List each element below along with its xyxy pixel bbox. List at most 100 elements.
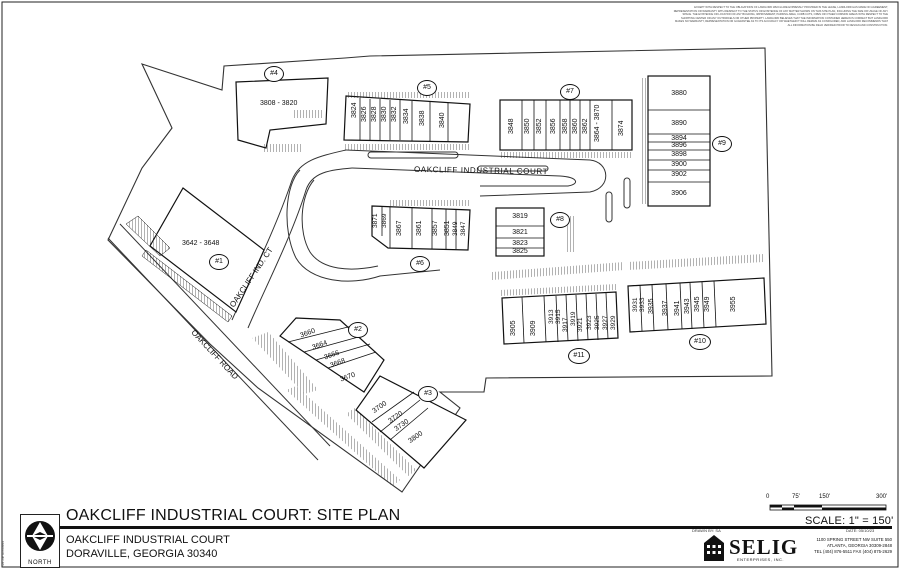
- unit-label: 3945: [694, 296, 701, 312]
- building-3-units: 3700 3720 3730 3800: [370, 396, 460, 456]
- building-number-badge: #5: [417, 80, 437, 96]
- building-9: [640, 75, 711, 207]
- building-number-badge: #10: [689, 334, 711, 350]
- building-6: [371, 200, 471, 251]
- unit-label: 3851: [444, 220, 451, 236]
- unit-label: 3642 - 3648: [182, 240, 220, 247]
- building-8-units: 3819 3821 3823 3825: [496, 208, 544, 256]
- unit-label: 3670: [339, 371, 357, 384]
- unit-label: 3949: [704, 296, 711, 312]
- scale-bar: 0 75' 150' 300': [766, 494, 892, 514]
- building-2-units: 3660 3664 3666 3668 3670: [296, 327, 386, 390]
- unit-label: 3894: [671, 135, 687, 142]
- company-address: 1100 SPRING STREET NW SUITE 550 ATLANTA,…: [814, 537, 892, 554]
- unit-label: 3917: [562, 317, 569, 332]
- building-number-badge: #11: [568, 348, 590, 364]
- unit-label: 3850: [524, 118, 531, 134]
- unit-label: 3664: [311, 339, 329, 352]
- unit-label: 3861: [416, 220, 423, 236]
- unit-label: 3919: [570, 311, 577, 326]
- unit-label: 3825: [512, 248, 528, 255]
- address-line-2: DORAVILLE, GEORGIA 30340: [66, 548, 218, 560]
- building-number-badge: #8: [550, 212, 570, 228]
- date-label: DATE: 05/10/23: [846, 528, 875, 533]
- building-10-units: 3931 3933 3935 3937 3941 3943 3945 3949 …: [630, 282, 766, 328]
- unit-label: 3800: [407, 430, 425, 445]
- scale-tick-label: 75': [792, 494, 800, 500]
- unit-label: 3915: [555, 309, 562, 324]
- building-3: [286, 375, 467, 486]
- median-island: [367, 151, 459, 159]
- building-11-units: 3905 3909 3913 3915 3917 3919 3921 3923 …: [504, 296, 618, 342]
- north-arrow-icon: [25, 521, 55, 551]
- building-number-badge: #1: [209, 254, 229, 270]
- unit-label: 3864 - 3870: [594, 104, 601, 142]
- unit-label: 3869: [381, 213, 388, 228]
- unit-label: 3933: [639, 297, 646, 312]
- unit-label: 3937: [662, 300, 669, 316]
- unit-label: 3906: [671, 190, 687, 197]
- building-7-units: 3848 3850 3852 3856 3858 3860 3862 3864 …: [506, 104, 632, 146]
- north-arrow: NORTH: [20, 514, 60, 568]
- building-5: [343, 92, 471, 150]
- unit-label: 3700: [371, 400, 389, 415]
- unit-label: 3849: [452, 221, 459, 236]
- unit-label: 3900: [671, 161, 687, 168]
- address-line-1: OAKCLIFF INDUSTRIAL COURT: [66, 534, 230, 546]
- unit-label: 3874: [618, 120, 625, 136]
- building-number-badge: #7: [560, 84, 580, 100]
- unit-label: 3856: [550, 118, 557, 134]
- building-1: [125, 187, 265, 323]
- unit-label: 3935: [648, 298, 655, 314]
- building-5-units: 3824 3826 3828 3830 3832 3834 3838 3840: [351, 102, 471, 140]
- file-reference-note: Site Plan file reference: [2, 540, 5, 566]
- drawn-by: DRAWN BY: SA: [692, 528, 721, 533]
- title-rule: [60, 526, 892, 529]
- unit-label: 3858: [562, 118, 569, 134]
- scale-bar-graphic: [769, 504, 887, 511]
- building-logo-icon: [704, 535, 724, 561]
- unit-label: 3909: [530, 320, 537, 336]
- building-6-units: 3871 3869 3867 3861 3857 3851 3849 3847: [372, 206, 472, 250]
- unit-label: 3857: [432, 220, 439, 236]
- scale-tick-label: 0: [766, 494, 770, 500]
- unit-label: 3823: [512, 240, 528, 247]
- building-7: [499, 99, 633, 158]
- median-island: [623, 177, 631, 209]
- building-8: [495, 207, 574, 257]
- unit-label: 3943: [684, 298, 691, 314]
- property-boundary: [107, 47, 773, 493]
- unit-label: 3821: [512, 229, 528, 236]
- unit-label: 3871: [372, 213, 379, 228]
- unit-label: 3834: [403, 108, 410, 124]
- unit-label: 3832: [391, 106, 398, 122]
- unit-label: 3660: [299, 327, 317, 340]
- unit-label: 3867: [396, 220, 403, 236]
- unit-label: 3905: [510, 320, 517, 336]
- unit-label: 3824: [351, 102, 358, 118]
- median-island: [477, 165, 549, 172]
- unit-label: 3902: [671, 171, 687, 178]
- disclaimer-text: EXCEPT WITH RESPECT TO THE OBLIGATIONS O…: [673, 6, 888, 27]
- unit-label: 3896: [671, 142, 687, 149]
- unit-label: 3848: [508, 118, 515, 134]
- building-number-badge: #6: [410, 256, 430, 272]
- unit-label: 3830: [381, 106, 388, 122]
- page-title: OAKCLIFF INDUSTRIAL COURT: SITE PLAN: [66, 507, 401, 524]
- unit-label: 3852: [536, 118, 543, 134]
- unit-label: 3923: [586, 315, 593, 330]
- industrial-court-road: [286, 149, 607, 282]
- unit-label: 3931: [632, 297, 639, 312]
- building-number-badge: #3: [418, 386, 438, 402]
- building-11: [492, 262, 624, 345]
- building-number-badge: #2: [348, 322, 368, 338]
- unit-label: 3838: [419, 110, 426, 126]
- unit-label: 3921: [577, 317, 584, 332]
- unit-label: 3862: [582, 118, 589, 134]
- unit-label: 3668: [329, 357, 347, 370]
- unit-label: 3819: [512, 213, 528, 220]
- unit-label: 3860: [572, 118, 579, 134]
- unit-label: 3808 - 3820: [260, 100, 298, 107]
